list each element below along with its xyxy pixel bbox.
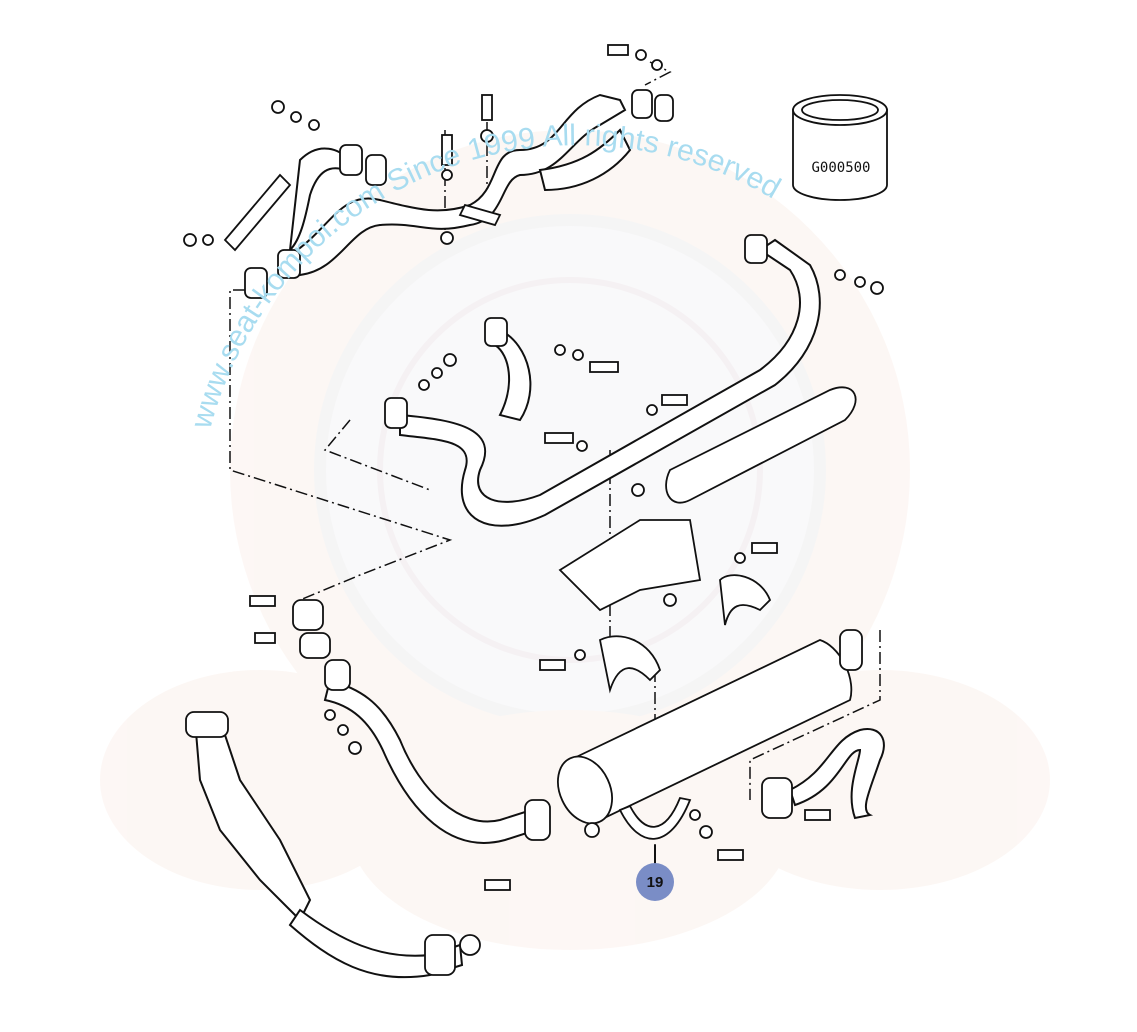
callout-19-hotspot[interactable]: 19 [636, 863, 674, 901]
muffler-part [557, 629, 863, 825]
canister-part [792, 94, 888, 201]
fasteners [183, 44, 884, 891]
catalytic-converter-part [185, 711, 481, 979]
part-code-label: G000500 [811, 160, 871, 176]
